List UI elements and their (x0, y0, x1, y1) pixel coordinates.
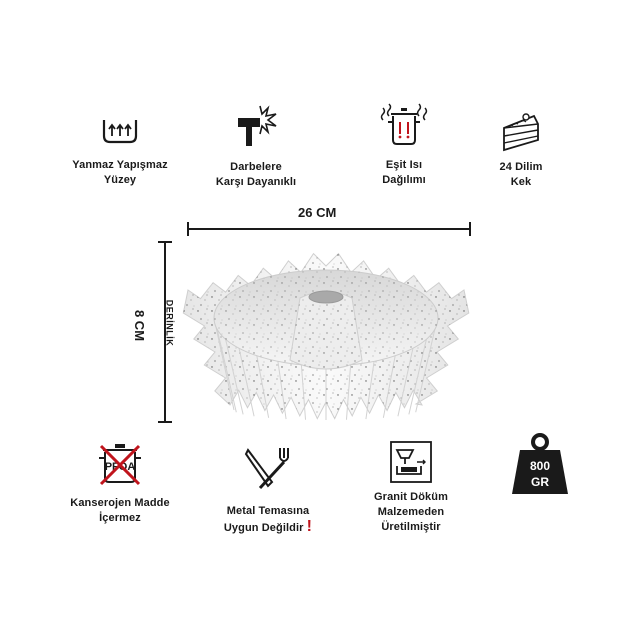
feature-label-line2: İçermez (99, 512, 141, 524)
height-dimension-line (158, 241, 172, 423)
pan-flute-ridge (216, 327, 237, 413)
feature-even-heat: Eşit Isı Dağılımı (336, 100, 472, 188)
feature-label-line3: Üretilmiştir (381, 521, 441, 533)
pan-flute-ridge (300, 360, 307, 420)
cake-slice-icon (503, 113, 539, 152)
feature-label-line2: Malzemeden (377, 506, 445, 518)
width-label: 26 CM (298, 205, 337, 220)
pan-flute-ridge (237, 345, 255, 417)
feature-nonstick: Yanmaz Yapışmaz Yüzey (52, 112, 188, 188)
nonstick-pan-icon (102, 120, 138, 144)
feature-label-line2: Karşı Dayanıklı (215, 176, 297, 188)
feature-granite-cast: Granit Döküm Malzemeden Üretilmiştir (352, 440, 470, 535)
pan-flute-ridge (408, 336, 428, 415)
height-label: 8 CM (132, 309, 148, 342)
weight-value: 800 (530, 459, 550, 473)
feature-label-line1: 24 Dilim (499, 161, 543, 173)
weight-unit: GR (531, 475, 549, 489)
pfoa-free-pot-icon: PFOA (99, 444, 141, 486)
width-dimension-line (187, 222, 471, 236)
pan-flute-ridge (365, 357, 376, 420)
weight-icon: 800 GR (512, 433, 568, 494)
feature-label-line2-row: Uygun Değildir ! (200, 519, 336, 536)
feature-24-slices: 24 Dilim Kek (466, 110, 576, 190)
feature-label-line1: Yanmaz Yapışmaz (72, 159, 168, 171)
feature-label-line1: Eşit Isı (385, 159, 423, 171)
feature-label-line2: Dağılımı (382, 174, 426, 186)
feature-label-line1: Metal Temasına (226, 505, 310, 517)
feature-weight: 800 GR (500, 432, 580, 496)
pan-flute-ridge (255, 352, 270, 418)
feature-label-line2: Kek (510, 176, 532, 188)
hammer-impact-icon (238, 105, 277, 146)
casting-ladle-icon (390, 441, 432, 483)
depth-label: DERİNLİK (164, 299, 175, 347)
feature-impact-resistant: Darbelere Karşı Dayanıklı (188, 104, 324, 190)
heated-pot-icon (380, 103, 428, 145)
feature-no-metal: Metal Temasına Uygun Değildir ! (200, 446, 336, 536)
feature-label-line1: Darbelere (230, 161, 282, 173)
feature-carcinogen-free: PFOA Kanserojen Madde İçermez (52, 440, 188, 526)
pan-flute-ridge (224, 336, 244, 415)
warning-exclamation-icon: ! (306, 518, 313, 535)
feature-label-line2: Yüzey (103, 174, 137, 186)
fork-knife-cross-icon (244, 448, 289, 490)
pan-flute-ridge (276, 357, 287, 420)
pan-flute-ridge (415, 327, 436, 413)
pan-flute-ridge (382, 352, 397, 418)
pan-flute-ridge (397, 345, 415, 417)
bundt-pan-image (182, 252, 470, 420)
feature-label-line1: Kanserojen Madde (70, 497, 170, 509)
pan-flute-ridge (213, 317, 235, 411)
feature-label-line2: Uygun Değildir (223, 522, 304, 534)
pan-flute-ridge (345, 360, 352, 420)
feature-label-line1: Granit Döküm (374, 491, 448, 503)
